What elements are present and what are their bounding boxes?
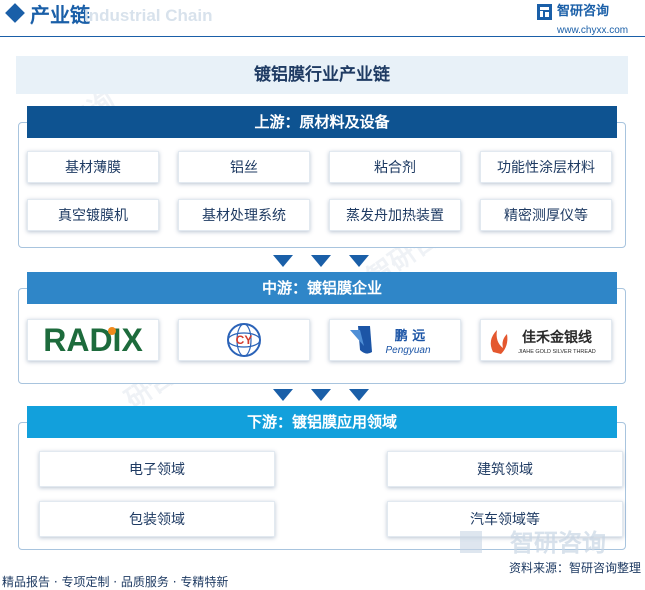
upstream-item: 功能性涂层材料	[480, 151, 612, 183]
pengyuan-logo-cn: 鹏 远	[395, 328, 426, 344]
upstream-section: 基材薄膜 铝丝 粘合剂 功能性涂层材料 真空镀膜机 基材处理系统 蒸发舟加热装置…	[18, 122, 626, 248]
pengyuan-logo: 鹏 远 Pengyuan	[350, 326, 431, 356]
radix-logo-text: RADIX	[43, 322, 143, 358]
downstream-section: 电子领域 建筑领域 包装领域 汽车领域等	[18, 422, 626, 550]
upstream-item: 粘合剂	[329, 151, 461, 183]
diagram-title: 镀铝膜行业产业链	[254, 65, 390, 85]
flow-arrow-icon	[311, 255, 331, 267]
upstream-item: 真空镀膜机	[27, 199, 159, 231]
brand-logo-icon	[537, 4, 552, 20]
upstream-item: 蒸发舟加热装置	[329, 199, 461, 231]
cy-logo-text: CY	[236, 333, 253, 347]
company-logo-pengyuan: 鹏 远 Pengyuan	[329, 319, 461, 361]
footer-links: 精品报告 · 专项定制 · 品质服务 · 专精特新	[2, 575, 229, 589]
downstream-item: 包装领域	[39, 501, 275, 537]
source-note: 资料来源：智研咨询整理	[508, 561, 641, 575]
jiahe-logo-en: JIAHE GOLD SILVER THREAD	[518, 349, 595, 355]
midstream-header: 中游：镀铝膜企业	[27, 272, 617, 304]
downstream-header: 下游：镀铝膜应用领域	[27, 406, 617, 438]
radix-logo: RADIX	[43, 322, 143, 358]
flow-arrow-icon	[273, 255, 293, 267]
page-title: 产业链	[30, 3, 90, 27]
jiahe-logo-cn: 佳禾金银线	[522, 329, 592, 346]
upstream-item: 精密测厚仪等	[480, 199, 612, 231]
company-logo-radix: RADIX	[27, 319, 159, 361]
flow-arrow-icon	[311, 389, 331, 401]
midstream-section: RADIX CY 鹏 远 Pengyuan 佳禾金银线 JIAHE GOLD S…	[18, 288, 626, 384]
header-divider	[0, 36, 645, 37]
upstream-item: 基材处理系统	[178, 199, 310, 231]
brand-name: 智研咨询	[557, 4, 610, 19]
upstream-item: 铝丝	[178, 151, 310, 183]
downstream-item: 电子领域	[39, 451, 275, 487]
pengyuan-logo-en: Pengyuan	[385, 345, 430, 356]
bottom-brand-text: 智研咨询	[510, 529, 606, 557]
company-logo-cy: CY	[178, 319, 310, 361]
flow-arrow-icon	[349, 389, 369, 401]
downstream-item: 建筑领域	[387, 451, 623, 487]
brand-url[interactable]: www.chyxx.com	[557, 25, 629, 36]
header-diamond-icon	[5, 3, 25, 23]
upstream-header: 上游：原材料及设备	[27, 106, 617, 138]
brand-block: 智研咨询 www.chyxx.com	[537, 3, 639, 38]
company-logo-jiahe: 佳禾金银线 JIAHE GOLD SILVER THREAD	[480, 319, 612, 361]
downstream-item: 汽车领域等	[387, 501, 623, 537]
cy-logo: CY	[227, 323, 261, 357]
bottom-brand-watermark: 智研咨询	[460, 529, 606, 557]
header-watermark: Industrial Chain	[84, 6, 213, 25]
jiahe-logo: 佳禾金银线 JIAHE GOLD SILVER THREAD	[490, 329, 596, 355]
flow-arrow-icon	[349, 255, 369, 267]
flow-arrow-icon	[273, 389, 293, 401]
main-title-band: 镀铝膜行业产业链	[16, 56, 628, 94]
upstream-item: 基材薄膜	[27, 151, 159, 183]
